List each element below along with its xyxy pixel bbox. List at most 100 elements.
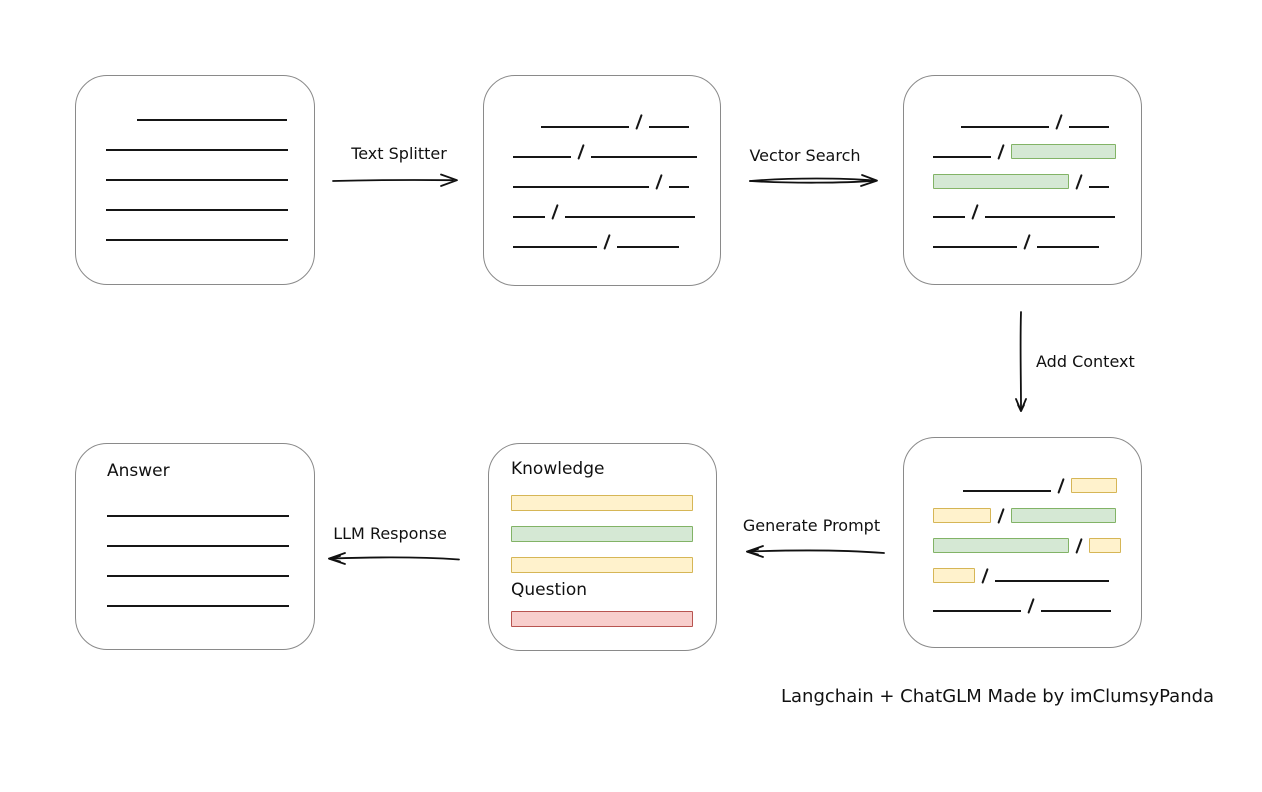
text-line bbox=[107, 605, 289, 607]
text-line bbox=[513, 246, 597, 248]
knowledge-bars bbox=[511, 480, 716, 573]
matched-chunks-lines bbox=[904, 76, 1141, 250]
add-context-arrow-label: Add Context bbox=[1036, 352, 1135, 371]
text-line bbox=[137, 119, 287, 121]
chunk-row bbox=[933, 463, 1141, 494]
arrow-left-icon bbox=[328, 552, 460, 565]
source-document-box bbox=[75, 75, 315, 285]
yellow-chunk bbox=[1071, 478, 1118, 493]
text-line bbox=[669, 186, 690, 188]
question-bar bbox=[511, 601, 716, 627]
chunk-row bbox=[107, 488, 314, 518]
chunk-row bbox=[511, 480, 716, 511]
slash-separator bbox=[981, 568, 990, 584]
chunk-row bbox=[933, 99, 1141, 130]
slash-separator bbox=[997, 508, 1006, 524]
red-chunk bbox=[511, 611, 693, 627]
chunk-row bbox=[933, 583, 1141, 614]
slash-separator bbox=[1075, 174, 1084, 190]
green-chunk bbox=[1011, 144, 1117, 159]
arrow-right-icon bbox=[749, 174, 878, 187]
text-line bbox=[513, 216, 545, 218]
chunk-row bbox=[107, 578, 314, 608]
slash-separator bbox=[1023, 234, 1032, 250]
text-line bbox=[565, 216, 696, 218]
chunk-row bbox=[933, 219, 1141, 250]
slash-separator bbox=[603, 234, 612, 250]
green-chunk bbox=[1011, 508, 1117, 523]
text-line bbox=[106, 179, 288, 181]
text-splitter-arrow-label: Text Splitter bbox=[351, 144, 447, 163]
split-chunks-lines bbox=[484, 76, 720, 250]
chunk-row bbox=[106, 182, 314, 212]
question-label: Question bbox=[511, 580, 588, 600]
llm-response-arrow bbox=[320, 548, 460, 568]
vector-search-arrow-label: Vector Search bbox=[749, 146, 861, 165]
text-line bbox=[107, 515, 289, 517]
slash-separator bbox=[655, 174, 664, 190]
slash-separator bbox=[551, 204, 560, 220]
text-line bbox=[933, 246, 1017, 248]
text-line bbox=[1069, 126, 1110, 128]
yellow-chunk bbox=[933, 568, 975, 583]
slash-separator bbox=[1055, 114, 1064, 130]
text-line bbox=[963, 490, 1051, 492]
text-line bbox=[1037, 246, 1100, 248]
matched-chunks-box bbox=[903, 75, 1142, 285]
generate-prompt-arrow bbox=[738, 541, 885, 561]
text-splitter-arrow bbox=[332, 170, 466, 190]
yellow-chunk bbox=[511, 557, 693, 573]
context-chunks-box bbox=[903, 437, 1142, 648]
text-line bbox=[541, 126, 629, 128]
chunk-row bbox=[107, 518, 314, 548]
answer-box: Answer bbox=[75, 443, 315, 650]
green-chunk bbox=[511, 526, 693, 542]
diagram-caption: Langchain + ChatGLM Made by imClumsyPand… bbox=[781, 686, 1215, 707]
chunk-row bbox=[511, 511, 716, 542]
text-line bbox=[1041, 610, 1112, 612]
text-line bbox=[1089, 186, 1110, 188]
text-line bbox=[617, 246, 680, 248]
vector-search-arrow bbox=[748, 170, 886, 190]
answer-lines bbox=[107, 488, 314, 608]
llm-response-arrow-label: LLM Response bbox=[333, 524, 447, 543]
text-line bbox=[985, 216, 1116, 218]
slash-separator bbox=[1057, 478, 1066, 494]
text-line bbox=[995, 580, 1110, 582]
chunk-row bbox=[107, 548, 314, 578]
text-line bbox=[961, 126, 1049, 128]
arrow-left-icon bbox=[746, 545, 885, 558]
green-chunk bbox=[933, 174, 1069, 189]
text-line bbox=[106, 239, 288, 241]
slash-separator bbox=[577, 144, 586, 160]
prompt-box: Knowledge Question bbox=[488, 443, 717, 651]
text-line bbox=[933, 216, 965, 218]
text-line bbox=[107, 575, 289, 577]
text-line bbox=[106, 209, 288, 211]
chunk-row bbox=[933, 493, 1141, 524]
text-line bbox=[933, 156, 991, 158]
chunk-row bbox=[106, 212, 314, 242]
slash-separator bbox=[971, 204, 980, 220]
slash-separator bbox=[1075, 538, 1084, 554]
text-line bbox=[591, 156, 698, 158]
chunk-row bbox=[933, 523, 1141, 554]
chunk-row bbox=[933, 189, 1141, 220]
generate-prompt-arrow-label: Generate Prompt bbox=[742, 516, 881, 535]
yellow-chunk bbox=[511, 495, 693, 511]
chunk-row bbox=[933, 553, 1141, 584]
context-chunks-lines bbox=[904, 438, 1141, 614]
yellow-chunk bbox=[1089, 538, 1122, 553]
text-line bbox=[933, 610, 1021, 612]
green-chunk bbox=[933, 538, 1069, 553]
chunk-row bbox=[933, 129, 1141, 160]
chunk-row bbox=[511, 542, 716, 573]
slash-separator bbox=[1027, 598, 1036, 614]
chunk-row bbox=[106, 122, 314, 152]
chunk-row bbox=[106, 92, 314, 122]
arrow-right-icon bbox=[332, 173, 458, 187]
chunk-row bbox=[933, 159, 1141, 190]
answer-label: Answer bbox=[107, 461, 170, 481]
text-line bbox=[513, 156, 571, 158]
